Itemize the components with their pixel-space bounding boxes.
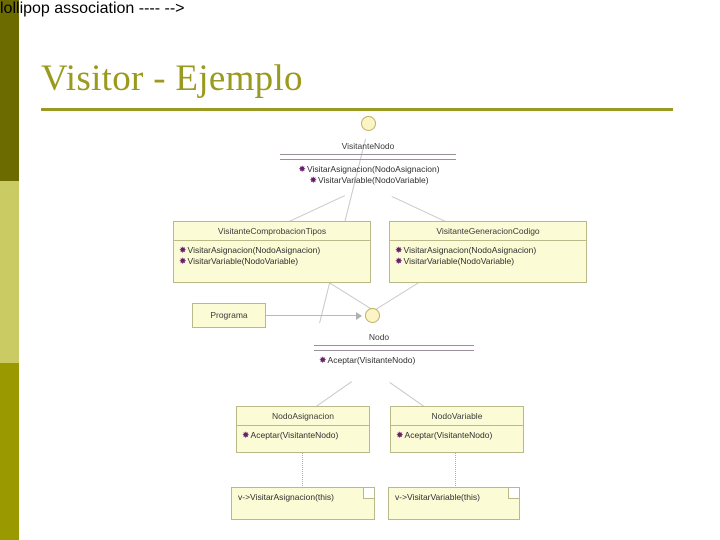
slide-sidebar-decoration [0,0,19,540]
operation-row: ✸VisitarVariable(NodoVariable) [395,256,583,267]
operation-marker-icon: ✸ [242,430,250,440]
class-box-programa[interactable]: Programa [192,303,266,328]
class-name-visitante-generacion-codigo: VisitanteGeneracionCodigo [436,226,540,236]
note-box-visitar-asignacion[interactable]: v->VisitarAsignacion(this) [231,487,375,520]
title-underline-rule [41,108,673,111]
operation-label: VisitarVariable(NodoVariable) [403,256,515,266]
operation-row: ✸VisitarAsignacion(NodoAsignacion) [179,245,367,256]
connector-note-to-nodoasignacion [302,452,303,490]
operation-marker-icon: ✸ [309,175,317,185]
class-operations-nodo-variable: ✸Aceptar(VisitanteNodo) [391,426,523,445]
class-name-nodo-asignacion: NodoAsignacion [272,411,334,421]
operation-marker-icon: ✸ [395,245,403,255]
class-box-visitante-generacion-codigo[interactable]: VisitanteGeneracionCodigo ✸VisitarAsigna… [389,221,587,283]
slide-title: Visitor - Ejemplo [41,58,303,99]
class-name-nodo-variable: NodoVariable [431,411,483,421]
class-name-visitante-comprobacion-tipos: VisitanteComprobacionTipos [217,226,327,236]
operation-label: VisitarAsignacion(NodoAsignacion) [306,164,440,174]
operation-row: ✸VisitarAsignacion(NodoAsignacion) [395,245,583,256]
operation-label: Aceptar(VisitanteNodo) [404,430,493,440]
note-text-visitar-asignacion: v->VisitarAsignacion(this) [238,492,334,502]
operation-label: VisitarVariable(NodoVariable) [187,256,299,266]
class-operations-visitante-comprobacion-tipos: ✸VisitarAsignacion(NodoAsignacion) ✸Visi… [174,241,370,271]
arrowhead-programa-association [356,312,362,320]
class-name-visitante-nodo: VisitanteNodo [341,141,395,151]
class-separator-line-2 [314,350,474,351]
operation-label: VisitarAsignacion(NodoAsignacion) [403,245,537,255]
class-box-visitante-comprobacion-tipos[interactable]: VisitanteComprobacionTipos ✸VisitarAsign… [173,221,371,283]
operation-row: ✸Aceptar(VisitanteNodo) [396,430,520,441]
note-text-visitar-variable: v->VisitarVariable(this) [395,492,480,502]
operation-label: Aceptar(VisitanteNodo) [250,430,339,440]
operation-marker-icon: ✸ [319,355,327,365]
note-fold-corner-icon [508,488,519,499]
lollipop-icon-nodo [365,308,380,323]
note-box-visitar-variable[interactable]: v->VisitarVariable(this) [388,487,520,520]
connector-programa-to-nodo-interface [265,315,361,316]
operation-marker-icon: ✸ [395,256,403,266]
class-separator-line [390,240,586,241]
class-separator-line [237,425,369,426]
class-separator-line [174,240,370,241]
class-operations-nodo-asignacion: ✸Aceptar(VisitanteNodo) [237,426,369,445]
class-box-visitante-nodo[interactable]: VisitanteNodo ✸VisitarAsignacion(NodoAsi… [280,140,456,188]
class-box-nodo-asignacion[interactable]: NodoAsignacion ✸Aceptar(VisitanteNodo) [236,406,370,453]
operation-row: ✸VisitarAsignacion(NodoAsignacion) [285,164,453,175]
sidebar-band-olive [0,363,19,540]
operation-label: Aceptar(VisitanteNodo) [327,355,416,365]
sidebar-band-dark-olive [0,0,19,181]
operation-marker-icon: ✸ [179,256,187,266]
class-operations-visitante-generacion-codigo: ✸VisitarAsignacion(NodoAsignacion) ✸Visi… [390,241,586,271]
operation-marker-icon: ✸ [298,164,306,174]
operation-label: VisitarAsignacion(NodoAsignacion) [187,245,321,255]
class-separator-line [280,154,456,155]
class-separator-line-2 [280,159,456,160]
operation-row: ✸Aceptar(VisitanteNodo) [242,430,366,441]
class-operations-visitante-nodo: ✸VisitarAsignacion(NodoAsignacion) ✸Visi… [280,160,456,188]
class-box-nodo[interactable]: Nodo ✸Aceptar(VisitanteNodo) [314,331,474,368]
class-name-programa: Programa [210,310,248,320]
class-separator-line [391,425,523,426]
connector-note-to-nodovariable [455,452,456,490]
class-operations-nodo: ✸Aceptar(VisitanteNodo) [314,351,502,368]
operation-row: ✸Aceptar(VisitanteNodo) [319,355,499,366]
sidebar-band-light-khaki [0,181,19,363]
operation-label: VisitarVariable(NodoVariable) [317,175,429,185]
operation-marker-icon: ✸ [396,430,404,440]
operation-row: ✸VisitarVariable(NodoVariable) [179,256,367,267]
lollipop-icon-visitante-nodo [361,116,376,131]
class-name-nodo: Nodo [368,332,390,342]
class-box-nodo-variable[interactable]: NodoVariable ✸Aceptar(VisitanteNodo) [390,406,524,453]
operation-row: ✸VisitarVariable(NodoVariable) [285,175,453,186]
operation-marker-icon: ✸ [179,245,187,255]
note-fold-corner-icon [363,488,374,499]
class-separator-line [314,345,474,346]
